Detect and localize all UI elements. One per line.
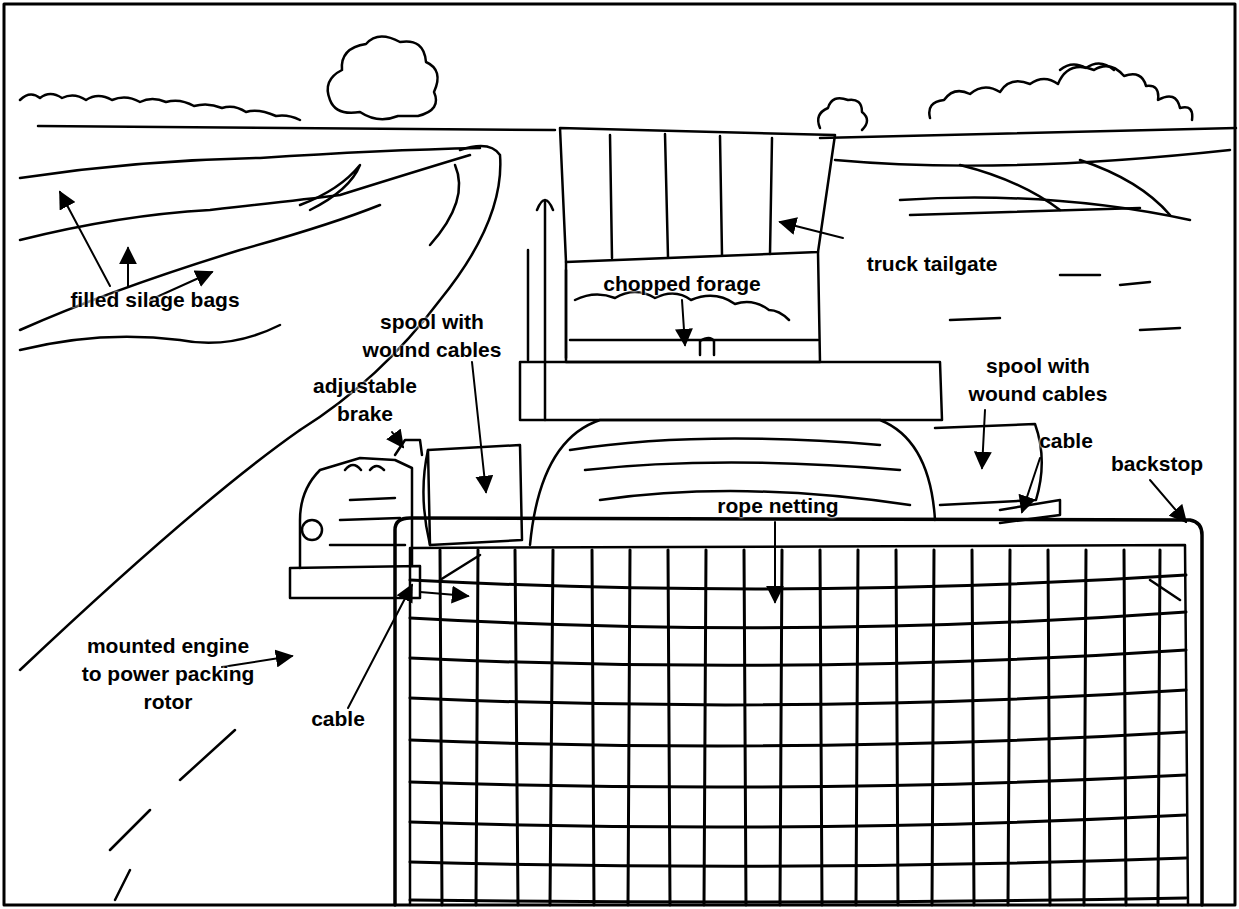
leader-arrow	[780, 222, 843, 238]
part-label: adjustable brake	[300, 372, 430, 428]
leader-arrow	[1022, 458, 1040, 512]
tree	[328, 36, 438, 119]
tree	[1060, 63, 1114, 70]
rope-netting	[410, 550, 1186, 905]
tree-line	[929, 66, 1192, 120]
fitting	[700, 338, 714, 355]
part-label: filled silage bags	[35, 286, 275, 314]
horizon-line	[820, 128, 1236, 138]
truck-tailgate	[560, 128, 835, 262]
leader-arrow	[682, 300, 685, 345]
tree-line	[20, 94, 300, 120]
bagger-frame	[520, 362, 942, 420]
leader-arrow	[127, 248, 129, 286]
bagger-tunnel	[530, 420, 935, 545]
silage-bag	[20, 155, 470, 240]
part-label: cable	[288, 705, 388, 733]
field-line	[950, 275, 1180, 330]
engine-base	[290, 566, 420, 598]
leader-arrow	[392, 432, 403, 447]
mast	[528, 200, 553, 420]
tree	[818, 98, 867, 130]
part-label: truck tailgate	[822, 250, 1042, 278]
field-line	[910, 208, 1140, 215]
leader-arrow	[420, 592, 468, 596]
leader-arrows	[60, 192, 1186, 708]
part-label: mounted engine to power packing rotor	[78, 632, 258, 716]
part-label: chopped forage	[552, 270, 812, 298]
truck-box	[570, 339, 818, 342]
leader-arrow	[472, 362, 486, 492]
part-label: backstop	[1087, 450, 1227, 478]
cable-spool	[423, 450, 430, 545]
silage-bag	[300, 165, 360, 210]
backstop-frame	[410, 545, 1188, 905]
silage-bag	[430, 165, 459, 245]
part-label: rope netting	[678, 492, 878, 520]
horizon-line	[38, 126, 555, 130]
backstop-frame	[395, 518, 1202, 905]
leader-arrow	[1150, 480, 1186, 522]
leader-arrow	[60, 192, 110, 286]
silage-bag	[300, 146, 500, 430]
cable-spool	[428, 445, 522, 545]
leader-arrow	[774, 522, 776, 602]
part-label: spool with wound cables	[951, 352, 1126, 408]
leader-arrow	[982, 410, 985, 468]
cable	[440, 555, 1180, 600]
field-line	[960, 160, 1170, 215]
silage-bag	[20, 205, 380, 330]
frame	[4, 4, 1235, 905]
leader-arrow	[348, 585, 412, 708]
ground-line	[110, 730, 235, 900]
truck-box	[566, 252, 820, 362]
engine-pulley	[302, 520, 322, 540]
part-label: cable	[1016, 427, 1116, 455]
field-line	[835, 150, 1230, 166]
part-label: spool with wound cables	[350, 308, 515, 364]
silage-bag	[20, 325, 280, 350]
cable-spool	[935, 424, 1042, 505]
tailgate-slat	[610, 134, 772, 258]
